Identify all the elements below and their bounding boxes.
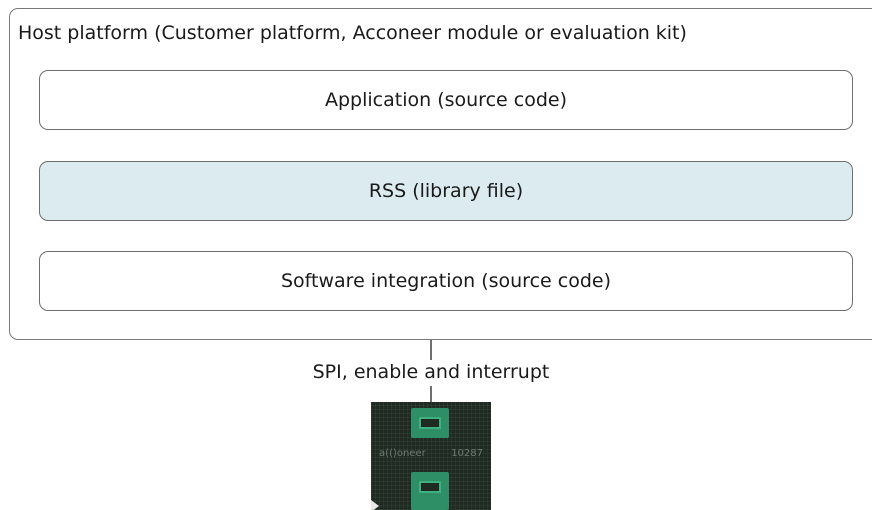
connector-line-lower: [430, 386, 432, 403]
host-platform-title: Host platform (Customer platform, Accone…: [18, 22, 687, 44]
chip-antenna-pad-upper: [411, 408, 449, 438]
chip-marking: a(()oneer 10287: [379, 448, 483, 459]
radar-sensor-chip-image: a(()oneer 10287: [371, 402, 491, 510]
application-layer-label: Application (source code): [325, 89, 567, 111]
application-layer-box: Application (source code): [39, 70, 853, 130]
cursor-arrow-icon: [371, 500, 379, 510]
rss-layer-box: RSS (library file): [39, 161, 853, 221]
connection-label: SPI, enable and interrupt: [312, 361, 550, 383]
chip-part-number: 10287: [451, 448, 483, 459]
connector-line-upper: [430, 340, 432, 360]
chip-antenna-pad-lower: [411, 472, 449, 510]
chip-brand-text: a(()oneer: [379, 448, 426, 459]
rss-layer-label: RSS (library file): [368, 180, 524, 202]
software-integration-layer-box: Software integration (source code): [39, 251, 853, 311]
software-integration-layer-label: Software integration (source code): [281, 270, 611, 292]
